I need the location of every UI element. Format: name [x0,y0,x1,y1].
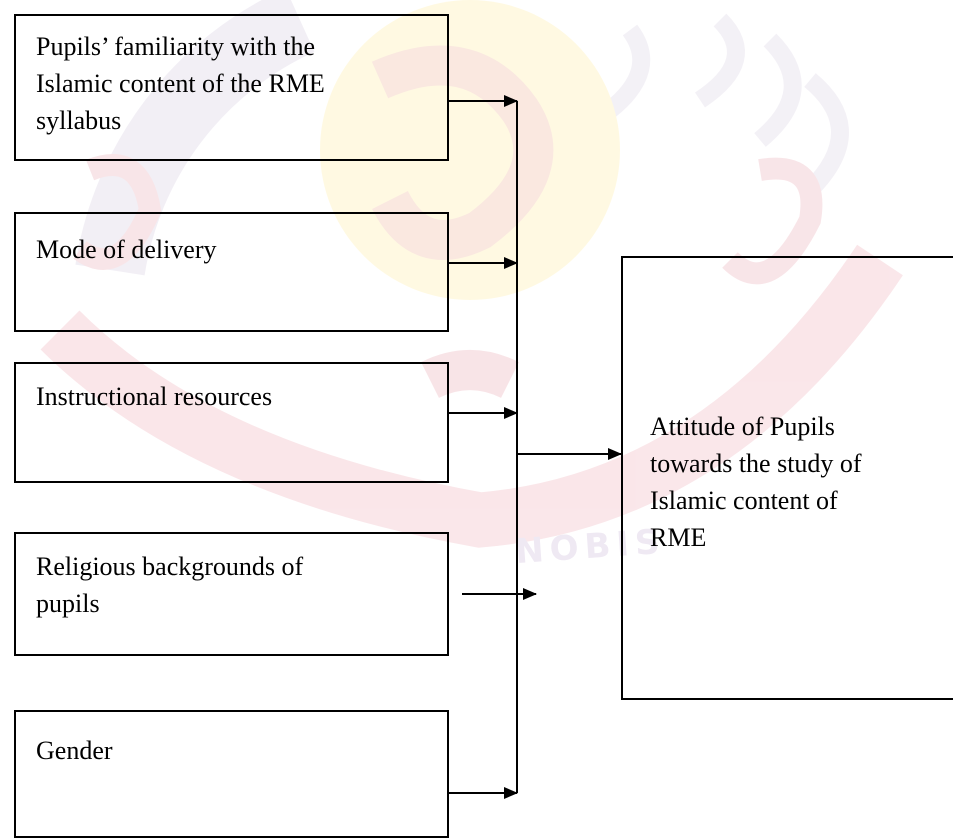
input-box-instructional-resources: Instructional resources [14,362,449,483]
outcome-box-attitude: Attitude of Pupils towards the study of … [621,256,953,700]
input-box-label-line: Gender [36,736,113,765]
input-box-label-line: Islamic content of the RME [36,69,325,98]
input-box-label-line: Instructional resources [36,382,273,411]
input-box-label-line: syllabus [36,106,122,135]
outcome-box-label-line: RME [650,523,707,552]
input-box-mode-of-delivery: Mode of delivery [14,212,449,332]
input-box-label-line: Pupils’ familiarity with the [36,32,315,61]
outcome-box-label-line: Islamic content of [650,486,838,515]
outcome-box-label-line: towards the study of [650,449,862,478]
input-box-label-line: Religious backgrounds of [36,552,304,581]
input-box-label-line: Mode of delivery [36,235,217,264]
input-box-label-line: pupils [36,589,100,618]
input-box-religious-backgrounds: Religious backgrounds of pupils [14,532,449,656]
outcome-box-label-line: Attitude of Pupils [650,412,835,441]
input-box-familiarity: Pupils’ familiarity with the Islamic con… [14,14,449,161]
